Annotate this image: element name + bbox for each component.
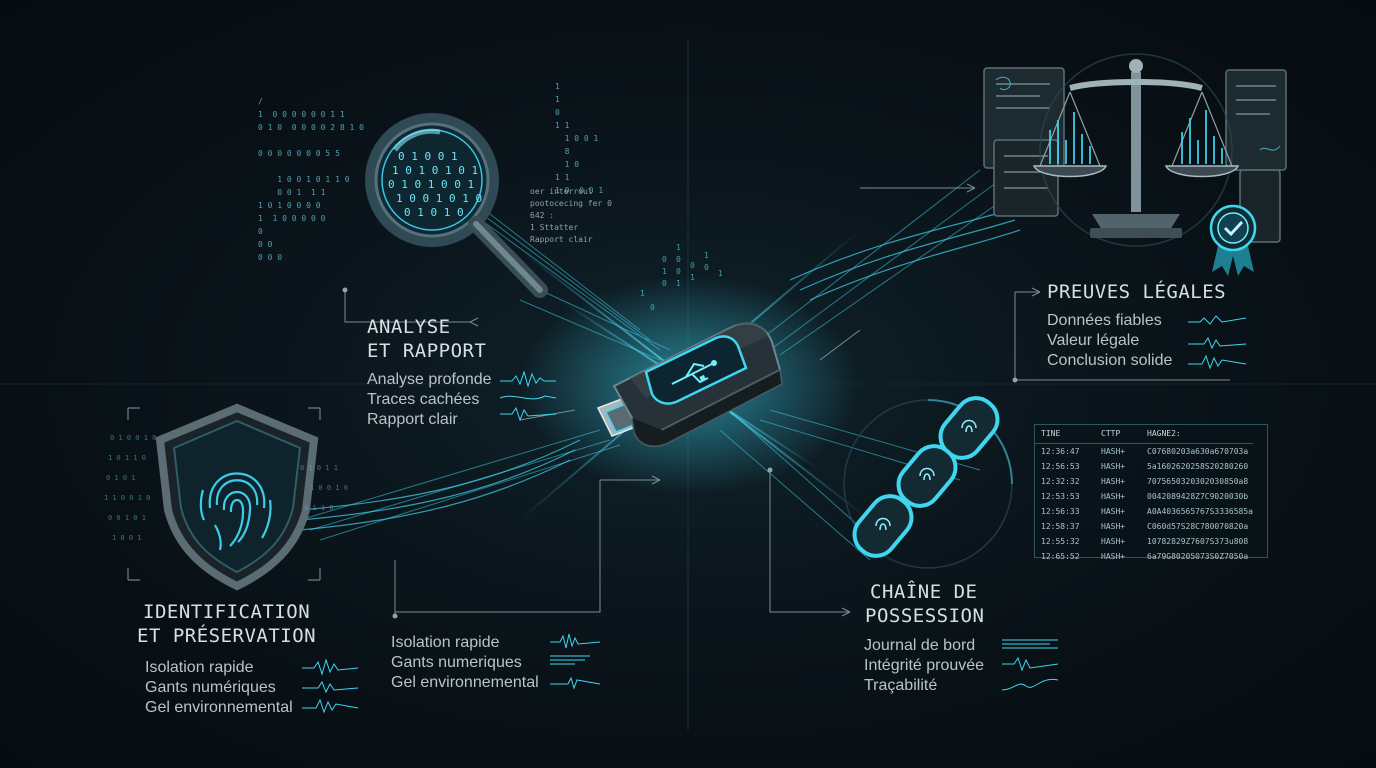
svg-text:1: 1 [662,267,667,276]
log-cell-hash: A0A4036565767S3336585a [1147,507,1253,516]
log-cell-hash: 5a1602620258S20280260 [1147,462,1249,471]
log-header-type: CTTP [1095,425,1141,444]
identification-item: Gel environnemental [145,699,293,716]
log-cell-type: HASH+ [1101,462,1126,471]
svg-text:0: 0 [662,255,667,264]
log-row: 12:53:53 HASH+ 0042089428Z7C9020030b [1035,489,1253,504]
center-item: Isolation rapide [391,634,500,651]
chaine-title-line-1: CHAÎNE DE [870,581,978,603]
log-cell-type: HASH+ [1101,507,1126,516]
identification-item: Gants numériques [145,679,276,696]
log-cell-time: 12:58:37 [1041,522,1080,531]
log-cell-time: 12:65:52 [1041,552,1080,561]
identification-title-line-1: IDENTIFICATION [143,601,311,623]
log-header-hash: HAGNE2: [1141,425,1253,444]
chaine-title-line-2: POSSESSION [865,605,985,627]
log-row: 12:65:52 HASH+ 6a79G80205073S0Z7050a [1035,549,1253,564]
log-cell-type: HASH+ [1101,477,1126,486]
preuves-title: PREUVES LÉGALES [1047,281,1227,303]
log-row: 12:32:32 HASH+ 7075650320302030850a8 [1035,474,1253,489]
identification-items: Isolation rapide Gants numériques Gel en… [145,658,293,718]
binary-stream-left: / 1 0 0 0 0 0 0 1 1 0 1 0 0 0 0 0 2 8 1 … [258,97,364,262]
log-cell-hash: C07680203a630a670703a [1147,447,1249,456]
log-cell-time: 12:55:32 [1041,537,1080,546]
center-item: Gel environnemental [391,674,539,691]
log-row: 12:58:37 HASH+ C060d57S28C780070820a [1035,519,1253,534]
identification-title-line-2: ET PRÉSERVATION [137,625,317,647]
svg-text:1: 1 [640,289,645,298]
preuves-item: Conclusion solide [1047,352,1173,369]
center-item: Gants numeriques [391,654,522,671]
preuves-item: Valeur légale [1047,332,1140,349]
chaine-item: Journal de bord [864,637,976,654]
svg-text:1: 1 [676,243,681,252]
chaine-item: Traçabilité [864,677,938,694]
log-cell-time: 12:56:33 [1041,507,1080,516]
log-row: 12:56:33 HASH+ A0A4036565767S3336585a [1035,504,1253,519]
log-cell-type: HASH+ [1101,522,1126,531]
svg-text:0: 0 [704,263,709,272]
log-header-time: TINE [1035,425,1095,444]
log-cell-type: HASH+ [1101,447,1126,456]
binary-stream-right: 1 1 0 1 1 1 0 0 1 8 1 0 1 1 1 0 0 0 1 [555,82,604,195]
chaine-item: Intégrité prouvée [864,657,985,674]
analyse-item: Analyse profonde [367,371,492,388]
svg-text:1: 1 [718,269,723,278]
svg-text:0: 0 [676,267,681,276]
log-row: 12:56:53 HASH+ 5a1602620258S20280260 [1035,459,1253,474]
identification-title: IDENTIFICATION ET PRÉSERVATION [137,600,316,648]
log-cell-type: HASH+ [1101,492,1126,501]
log-cell-hash: 6a79G80205073S0Z7050a [1147,552,1249,561]
log-cell-hash: 0042089428Z7C9020030b [1147,492,1249,501]
preuves-item: Données fiables [1047,312,1162,329]
analyse-title-line-1: ANALYSE [367,316,451,338]
log-cell-time: 12:32:32 [1041,477,1080,486]
log-cell-time: 12:53:53 [1041,492,1080,501]
svg-text:1: 1 [676,279,681,288]
analyse-item: Traces cachées [367,391,480,408]
log-cell-hash: C060d57S28C780070820a [1147,522,1249,531]
log-cell-hash: 10782829Z7607S373u808 [1147,537,1249,546]
log-cell-time: 12:56:53 [1041,462,1080,471]
analyse-item: Rapport clair [367,411,458,428]
svg-text:0: 0 [650,303,655,312]
analysis-notes: oer interroul pootocecing fer 0 642 : 1 … [530,187,612,244]
svg-text:1: 1 [704,251,709,260]
analyse-items: Analyse profonde Traces cachées Rapport … [367,370,492,430]
log-cell-type: HASH+ [1101,552,1126,561]
center-items: Isolation rapide Gants numeriques Gel en… [391,633,539,693]
analyse-title-line-2: ET RAPPORT [367,340,487,362]
svg-text:1: 1 [690,273,695,282]
log-row: 12:36:47 HASH+ C07680203a630a670703a [1035,444,1253,460]
log-row: 12:55:32 HASH+ 10782829Z7607S373u808 [1035,534,1253,549]
identification-item: Isolation rapide [145,659,254,676]
log-cell-time: 12:36:47 [1041,447,1080,456]
chaine-title: CHAÎNE DE POSSESSION [865,580,984,628]
svg-text:0: 0 [662,279,667,288]
log-cell-type: HASH+ [1101,537,1126,546]
svg-text:0: 0 [676,255,681,264]
svg-text:0: 0 [690,261,695,270]
analyse-title: ANALYSE ET RAPPORT [367,315,486,363]
log-cell-hash: 7075650320302030850a8 [1147,477,1249,486]
preuves-items: Données fiables Valeur légale Conclusion… [1047,311,1172,371]
chaine-items: Journal de bord Intégrité prouvée Traçab… [864,636,984,696]
